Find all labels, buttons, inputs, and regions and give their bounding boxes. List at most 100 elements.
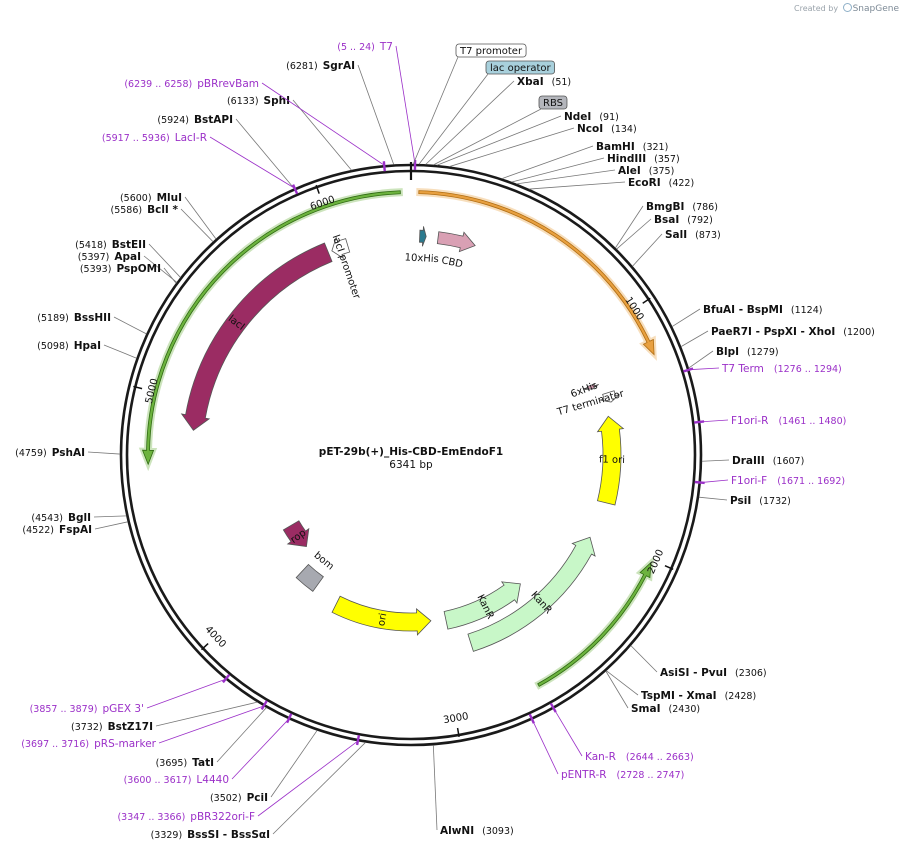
backbone	[119, 162, 703, 747]
enzyme-connector-alei	[516, 169, 616, 185]
enzyme-connector-fspai	[94, 521, 128, 530]
enzyme-position: (1732)	[759, 496, 791, 507]
primer-site-marker-pbr322ori-f	[355, 734, 361, 746]
feature-t7-terminator-8	[600, 390, 620, 403]
feature-10xhis-6	[419, 226, 427, 247]
enzyme-name: TatI	[192, 757, 214, 769]
enzyme-hindiii: HindIII(357)	[607, 153, 680, 165]
feature-callout-t7-promoter: T7 promoter	[455, 43, 527, 58]
enzyme-bsshii: BssHII(5189)	[37, 312, 111, 324]
label-layer: SgrAI(6281)SphI(6133)BstAPI(5924)MluI(56…	[15, 41, 875, 841]
enzyme-name: NdeI	[564, 111, 591, 123]
feature-label-10xhis-6: 10xHis	[404, 252, 439, 265]
primer-pentr-r: pENTR-R(2728 .. 2747)	[561, 769, 684, 781]
enzyme-connector-mlui	[184, 196, 217, 240]
primer-site-marker-t7-term	[683, 367, 694, 373]
enzyme-name: EcoRI	[628, 177, 661, 189]
enzyme-name: BssHII	[74, 312, 111, 324]
primer-name: pRS-marker	[94, 738, 157, 750]
primer-name: F1ori-F	[731, 475, 767, 487]
enzyme-name: ApaI	[114, 251, 141, 263]
enzyme-sphi: SphI (6133)	[227, 95, 290, 107]
primer-f1ori-r: F1ori-R(1461 .. 1480)	[731, 415, 846, 427]
feature-callout-lac-operator: lac operator	[485, 60, 555, 75]
enzyme-name: SmaI	[631, 703, 661, 715]
enzyme-connector-ncoi	[449, 127, 575, 167]
enzyme-pshai: PshAI(4759)	[15, 447, 85, 459]
enzyme-connector-paer7i-pspxi-xhoi	[680, 330, 709, 347]
enzyme-position: (6133)	[227, 96, 259, 107]
feature-callout-rbs: RBS	[538, 95, 568, 110]
snapgene-credit: Created by SnapGene	[794, 3, 899, 14]
primer-position: (2728 .. 2747)	[617, 770, 685, 781]
enzyme-bgli: BglI(4543)	[31, 512, 91, 524]
enzyme-position: (1607)	[773, 456, 805, 467]
enzyme-blpi: BlpI(1279)	[716, 346, 779, 358]
feature-laci-promoter-4	[331, 236, 351, 260]
primer-connector-prs-marker	[158, 705, 264, 744]
primer-site-marker-pbrrevbam	[382, 161, 386, 172]
enzyme-connector-blpi	[688, 350, 714, 369]
enzyme-name: BstEII	[112, 239, 146, 251]
enzyme-bsai: BsaI (792)	[654, 214, 713, 226]
enzyme-name: XbaI	[517, 76, 544, 88]
enzyme-asisi-pvui: AsiSI - PvuI(2306)	[660, 667, 767, 679]
callout-box	[485, 60, 555, 75]
tick-mark-3000	[456, 727, 460, 738]
primer-f1ori-f: F1ori-F(1671 .. 1692)	[731, 475, 845, 487]
primer-position: (5917 .. 5936)	[102, 133, 170, 144]
enzyme-position: (5418)	[75, 240, 107, 251]
enzyme-connector-xbai	[425, 80, 515, 165]
enzyme-name: PciI	[247, 792, 268, 804]
enzyme-position: (873)	[695, 230, 721, 241]
callout-box	[538, 95, 568, 110]
enzyme-connector-tati	[216, 707, 267, 763]
enzyme-connector-draiii	[701, 459, 730, 462]
enzyme-position: (375)	[649, 166, 675, 177]
primer-name: L4440	[196, 774, 229, 786]
enzyme-connector-bmgbi	[615, 205, 644, 249]
callout-text: lac operator	[490, 63, 551, 74]
primer-position: (2644 .. 2663)	[626, 752, 694, 763]
enzyme-bmgbi: BmgBI(786)	[646, 201, 718, 213]
enzyme-connector-bstz17i	[155, 701, 258, 727]
enzyme-position: (792)	[687, 215, 713, 226]
enzyme-fspai: FspAI(4522)	[22, 524, 92, 536]
enzyme-ecori: EcoRI(422)	[628, 177, 694, 189]
callout-connector-t7-promoter	[412, 56, 459, 165]
enzyme-position: (3502)	[210, 793, 242, 804]
primer-name: T7	[379, 41, 393, 53]
enzyme-tati: TatI (3695)	[156, 757, 214, 769]
enzyme-paer7i-pspxi-xhoi: PaeR7I - PspXI - XhoI(1200)	[711, 326, 875, 338]
enzyme-connector-bcli	[180, 208, 214, 242]
enzyme-position: (4522)	[22, 525, 54, 536]
enzyme-name: BstAPI	[194, 114, 233, 126]
enzyme-bfuai-bspmi: BfuAI - BspMI(1124)	[703, 304, 822, 316]
enzyme-position: (5393)	[80, 264, 112, 275]
enzyme-xbai: XbaI(51)	[517, 76, 571, 88]
enzyme-position: (2306)	[735, 668, 767, 679]
plasmid-length: 6341 bp	[389, 459, 433, 471]
enzyme-position: (357)	[654, 154, 680, 165]
primer-site-marker-l4440	[285, 713, 293, 724]
enzyme-connector-smai	[605, 670, 629, 709]
enzyme-name: SphI	[264, 95, 290, 107]
feature-cbd-5	[436, 231, 476, 253]
enzyme-position: (786)	[692, 202, 718, 213]
primer-prs-marker: pRS-marker(3697 .. 3716)	[21, 738, 156, 750]
primer-name: F1ori-R	[731, 415, 768, 427]
enzyme-position: (5098)	[37, 341, 69, 352]
enzyme-position: (1200)	[843, 327, 875, 338]
enzyme-ncoi: NcoI(134)	[577, 123, 637, 135]
enzyme-bsteii: BstEII (5418)	[75, 239, 146, 251]
enzyme-bsssi-bsss-i: BssSI - BssSαI(3329)	[151, 829, 270, 841]
enzyme-alei: AleI(375)	[618, 165, 674, 177]
enzyme-position: (3695)	[156, 758, 188, 769]
enzyme-bamhi: BamHI(321)	[596, 141, 668, 153]
enzyme-name: BstZ17I	[108, 721, 153, 733]
enzyme-bcli: BclI *(5586)	[111, 204, 179, 216]
feature-orf-orange-0	[418, 190, 655, 356]
enzyme-name: BsaI	[654, 214, 679, 226]
feature-bom-13	[295, 563, 324, 592]
primer-position: (6239 .. 6258)	[124, 79, 192, 90]
